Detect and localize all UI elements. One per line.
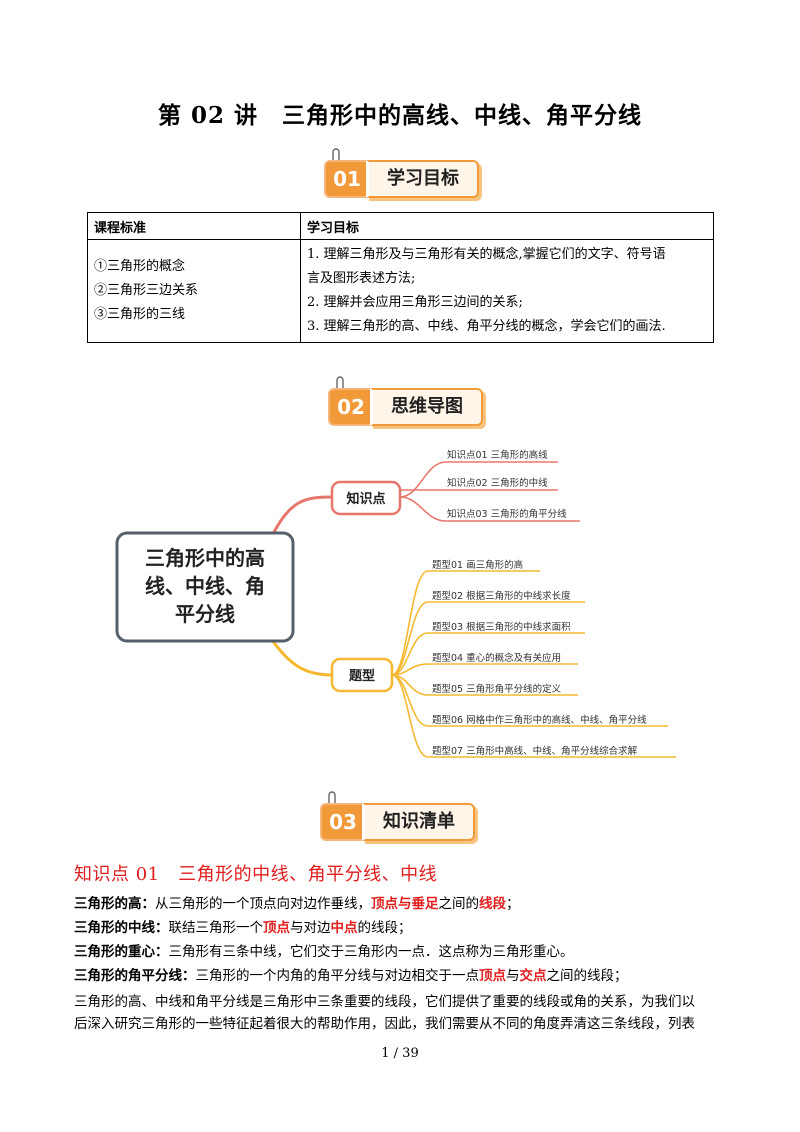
highlight: 顶点	[263, 920, 290, 936]
body-paragraph: 三角形的高、中线和角平分线是三角形中三条重要的线段，它们提供了重要的线段或角的关…	[74, 991, 734, 1035]
goal-line: 3. 理解三角形的高、中线、角平分线的概念，学会它们的画法.	[307, 319, 666, 334]
goal-line: 2. 理解并会应用三角形三边间的关系;	[307, 295, 523, 310]
goal-line: 言及图形表述方法;	[307, 271, 416, 286]
section-number: 03	[320, 803, 364, 841]
term: 三角形的高：	[74, 896, 155, 912]
text: 的线段；	[357, 920, 412, 936]
definition-line-centroid: 三角形的重心：三角形有三条中线，它们交于三角形内一点．这点称为三角形重心。	[74, 941, 734, 963]
mindmap-branch-knowledge	[330, 480, 402, 516]
section-label: 学习目标	[366, 160, 479, 198]
definition-line-bisector: 三角形的角平分线：三角形的一个内角的角平分线与对边相交于一点顶点与交点之间的线段…	[74, 965, 734, 987]
term: 三角形的中线：	[74, 920, 169, 936]
standard-item: ②三角形三边关系	[94, 283, 199, 298]
mindmap-branch-label: 题型	[349, 668, 375, 684]
mindmap-leaf: 知识点03 三角形的角平分线	[447, 508, 567, 520]
goal-line: 1. 理解三角形及与三角形有关的概念,掌握它们的文字、符号语	[307, 247, 666, 262]
text: 之间的	[438, 896, 480, 912]
paragraph-line: 三角形的高、中线和角平分线是三角形中三条重要的线段，它们提供了重要的线段或角的关…	[74, 994, 695, 1010]
mindmap-branch-label: 知识点	[346, 491, 385, 507]
table-header-standard: 课程标准	[87, 212, 301, 240]
text: 与对边	[290, 920, 331, 936]
text: ；	[506, 896, 520, 912]
highlight: 顶点与垂足	[371, 896, 439, 912]
highlight: 线段	[479, 896, 506, 912]
highlight: 交点	[519, 968, 547, 984]
standards-cell: ①三角形的概念 ②三角形三边关系 ③三角形的三线	[87, 239, 301, 343]
knowledge-point-title: 知识点 01 三角形的中线、角平分线、中线	[74, 864, 438, 885]
mindmap-leaf: 知识点01 三角形的高线	[447, 449, 548, 461]
mindmap-leaf: 题型04 重心的概念及有关应用	[432, 652, 561, 664]
mind-map: 三角形中的高 线、中线、角 平分线 知识点 知识点01 三角形的高线 知识点02…	[115, 449, 676, 758]
mindmap-center-text: 三角形中的高	[145, 546, 265, 570]
section-number: 01	[324, 160, 368, 198]
text: 从三角形的一个顶点向对边作垂线，	[155, 896, 371, 912]
section-badge-knowledge-list: 03 知识清单	[320, 791, 475, 841]
section-badge-learning-goals: 01 学习目标	[324, 148, 479, 198]
mindmap-center-text: 平分线	[175, 602, 235, 626]
text: 联结三角形一个	[168, 920, 264, 936]
mindmap-branch-question-types	[330, 657, 394, 693]
definition-line-median: 三角形的中线：联结三角形一个顶点与对边中点的线段；	[74, 917, 734, 939]
highlight: 中点	[330, 920, 358, 936]
mindmap-leaf: 题型02 根据三角形的中线求长度	[432, 590, 571, 602]
mindmap-leaf: 题型07 三角形中高线、中线、角平分线综合求解	[432, 745, 638, 757]
term: 三角形的重心：	[74, 944, 169, 960]
definition-line-altitude: 三角形的高：从三角形的一个顶点向对边作垂线，顶点与垂足之间的线段；	[74, 893, 734, 915]
text: 三角形有三条中线，它们交于三角形内一点．这点称为三角形重心。	[168, 944, 574, 960]
mindmap-leaf: 知识点02 三角形的中线	[447, 477, 548, 489]
section-badge-mind-map: 02 思维导图	[328, 376, 483, 426]
mindmap-leaf: 题型03 根据三角形的中线求面积	[432, 621, 571, 633]
mindmap-center-text: 线、中线、角	[145, 574, 265, 598]
goals-cell: 1. 理解三角形及与三角形有关的概念,掌握它们的文字、符号语 言及图形表述方法;…	[300, 239, 714, 343]
text: 与	[506, 968, 520, 984]
paragraph-line: 后深入研究三角形的一些特征起着很大的帮助作用，因此，我们需要从不同的角度弄清这三…	[74, 1016, 695, 1032]
table-header-goals: 学习目标	[300, 212, 714, 240]
section-number: 02	[328, 388, 372, 426]
paperclip-icon	[328, 791, 336, 808]
curriculum-table: 课程标准 学习目标 ①三角形的概念 ②三角形三边关系 ③三角形的三线 1. 理解…	[87, 212, 714, 343]
paperclip-icon	[336, 376, 344, 393]
text: 三角形的一个内角的角平分线与对边相交于一点	[195, 968, 480, 984]
text: 之间的线段；	[546, 968, 628, 984]
mindmap-leaf: 题型01 画三角形的高	[432, 559, 523, 571]
term: 三角形的角平分线：	[74, 968, 196, 984]
mindmap-leaf: 题型06 网格中作三角形中的高线、中线、角平分线	[432, 714, 647, 726]
mindmap-leaf: 题型05 三角形角平分线的定义	[432, 683, 562, 695]
standard-item: ①三角形的概念	[94, 259, 186, 274]
page-title: 第 02 讲 三角形中的高线、中线、角平分线	[157, 102, 643, 129]
mindmap-center-node	[115, 531, 295, 643]
paperclip-icon	[332, 148, 340, 165]
highlight: 顶点	[479, 968, 506, 984]
standard-item: ③三角形的三线	[94, 307, 186, 322]
section-label: 思维导图	[370, 388, 483, 426]
section-label: 知识清单	[362, 803, 475, 841]
page-number: 1 / 39	[381, 1046, 419, 1061]
